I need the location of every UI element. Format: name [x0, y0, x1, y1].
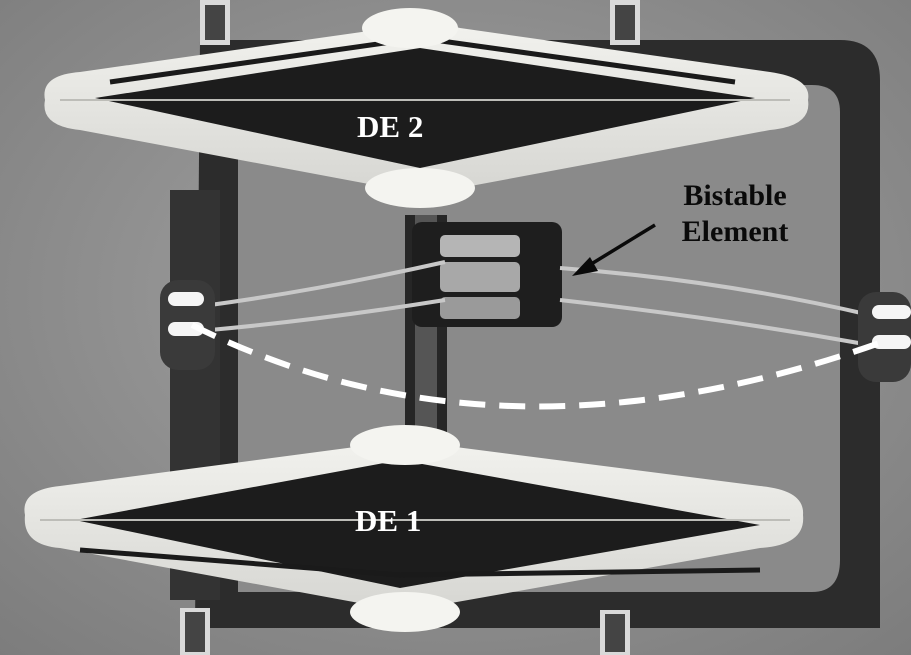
connecting-wires [209, 260, 871, 347]
bistable-element [412, 222, 562, 327]
de1-label: DE 1 [355, 503, 422, 538]
right-pin-holder [858, 292, 911, 382]
clip-top-right [610, 0, 640, 45]
arrow [572, 223, 656, 276]
clip-bottom-left [180, 608, 210, 655]
dashed-deflection-curve [190, 322, 890, 410]
bistable-label-line2: Element [681, 215, 789, 248]
clip-top-left [200, 0, 230, 45]
bistable-element-label: Bistable Element [655, 178, 815, 250]
bistable-label-line1: Bistable [683, 179, 787, 212]
left-pin-holder [160, 280, 215, 370]
de2-label: DE 2 [357, 109, 424, 144]
clip-bottom-right [600, 610, 630, 655]
actuator-de2 [44, 8, 809, 208]
actuator-de1 [24, 425, 804, 632]
